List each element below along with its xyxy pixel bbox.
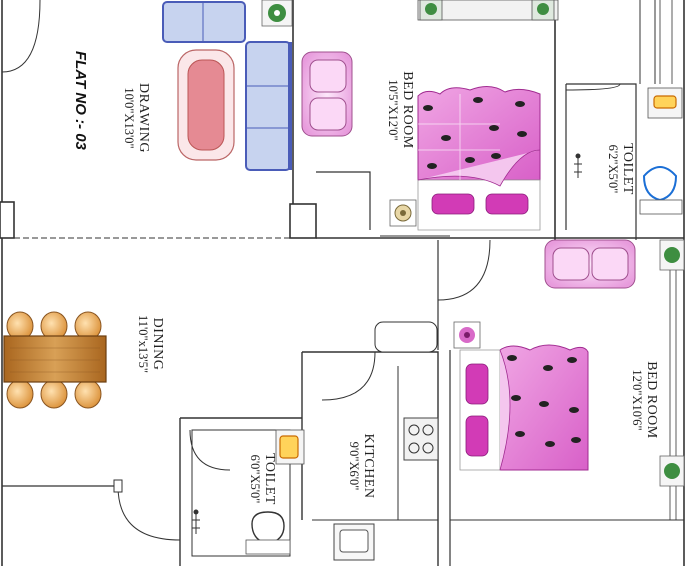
- armchair-pink-1: [301, 51, 353, 137]
- toilet-fixtures-1: [574, 87, 683, 215]
- bed-1: [417, 86, 541, 231]
- kitchen-sink: [333, 523, 375, 561]
- flat-number-label: FLAT NO :- 03: [72, 51, 89, 150]
- lamp-2: [453, 321, 481, 349]
- kitchen-stove: [403, 417, 439, 461]
- tv-unit-top: [417, 0, 559, 21]
- sofa-blue: [162, 1, 292, 171]
- toilet-fixtures-2: [192, 429, 305, 555]
- armchair-pink-2: [544, 239, 636, 289]
- center-rug: [177, 49, 235, 161]
- plant-pot-drawing: [261, 0, 293, 27]
- wardrobe-plants: [659, 239, 685, 487]
- dining-table: [3, 311, 107, 409]
- lamp-1: [389, 199, 417, 227]
- bed-2: [459, 344, 589, 471]
